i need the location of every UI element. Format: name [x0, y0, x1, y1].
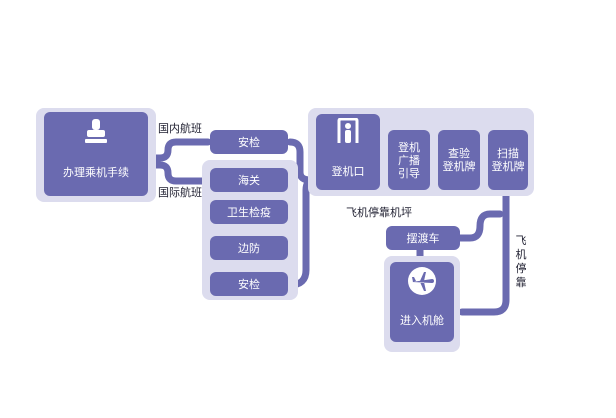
security-domestic-label: 安检	[238, 135, 260, 149]
customs-box: 海关	[210, 168, 288, 192]
gate-label: 登机口	[331, 164, 365, 178]
enter-cabin-label: 进入机舱	[400, 313, 444, 327]
security-international-label: 安检	[238, 277, 260, 291]
stamp-icon	[85, 119, 107, 143]
border-control-label: 边防	[238, 241, 260, 255]
security-gate-icon	[337, 118, 359, 143]
customs-label: 海关	[238, 173, 260, 187]
label-stand: 飞机停靠	[515, 234, 527, 289]
health-quarantine-box: 卫生检疫	[210, 200, 288, 224]
label-international: 国际航班	[158, 186, 202, 199]
security-domestic-box: 安检	[210, 130, 288, 154]
health-quarantine-label: 卫生检疫	[227, 205, 271, 219]
shuttle-bus-box: 摆渡车	[386, 226, 460, 250]
line-domestic	[151, 138, 212, 162]
scan-boarding-pass-label: 扫描 登机牌	[491, 147, 525, 173]
checkin-label: 办理乘机手续	[63, 165, 129, 179]
broadcast-guide-box: 登机 广播 引导	[388, 130, 430, 190]
scan-boarding-pass-box: 扫描 登机牌	[488, 130, 528, 190]
line-to-shuttle	[456, 210, 504, 242]
broadcast-guide-label: 登机 广播 引导	[398, 140, 420, 180]
label-domestic: 国内航班	[158, 122, 202, 135]
check-boarding-pass-label: 查验 登机牌	[442, 147, 476, 173]
border-control-box: 边防	[210, 236, 288, 260]
check-boarding-pass-box: 查验 登机牌	[438, 130, 480, 190]
line-international	[151, 161, 212, 185]
airplane-icon	[408, 267, 436, 295]
label-apron: 飞机停靠机坪	[346, 206, 412, 219]
security-international-box: 安检	[210, 272, 288, 296]
shuttle-bus-label: 摆渡车	[406, 231, 440, 245]
line-to-board	[458, 188, 510, 316]
